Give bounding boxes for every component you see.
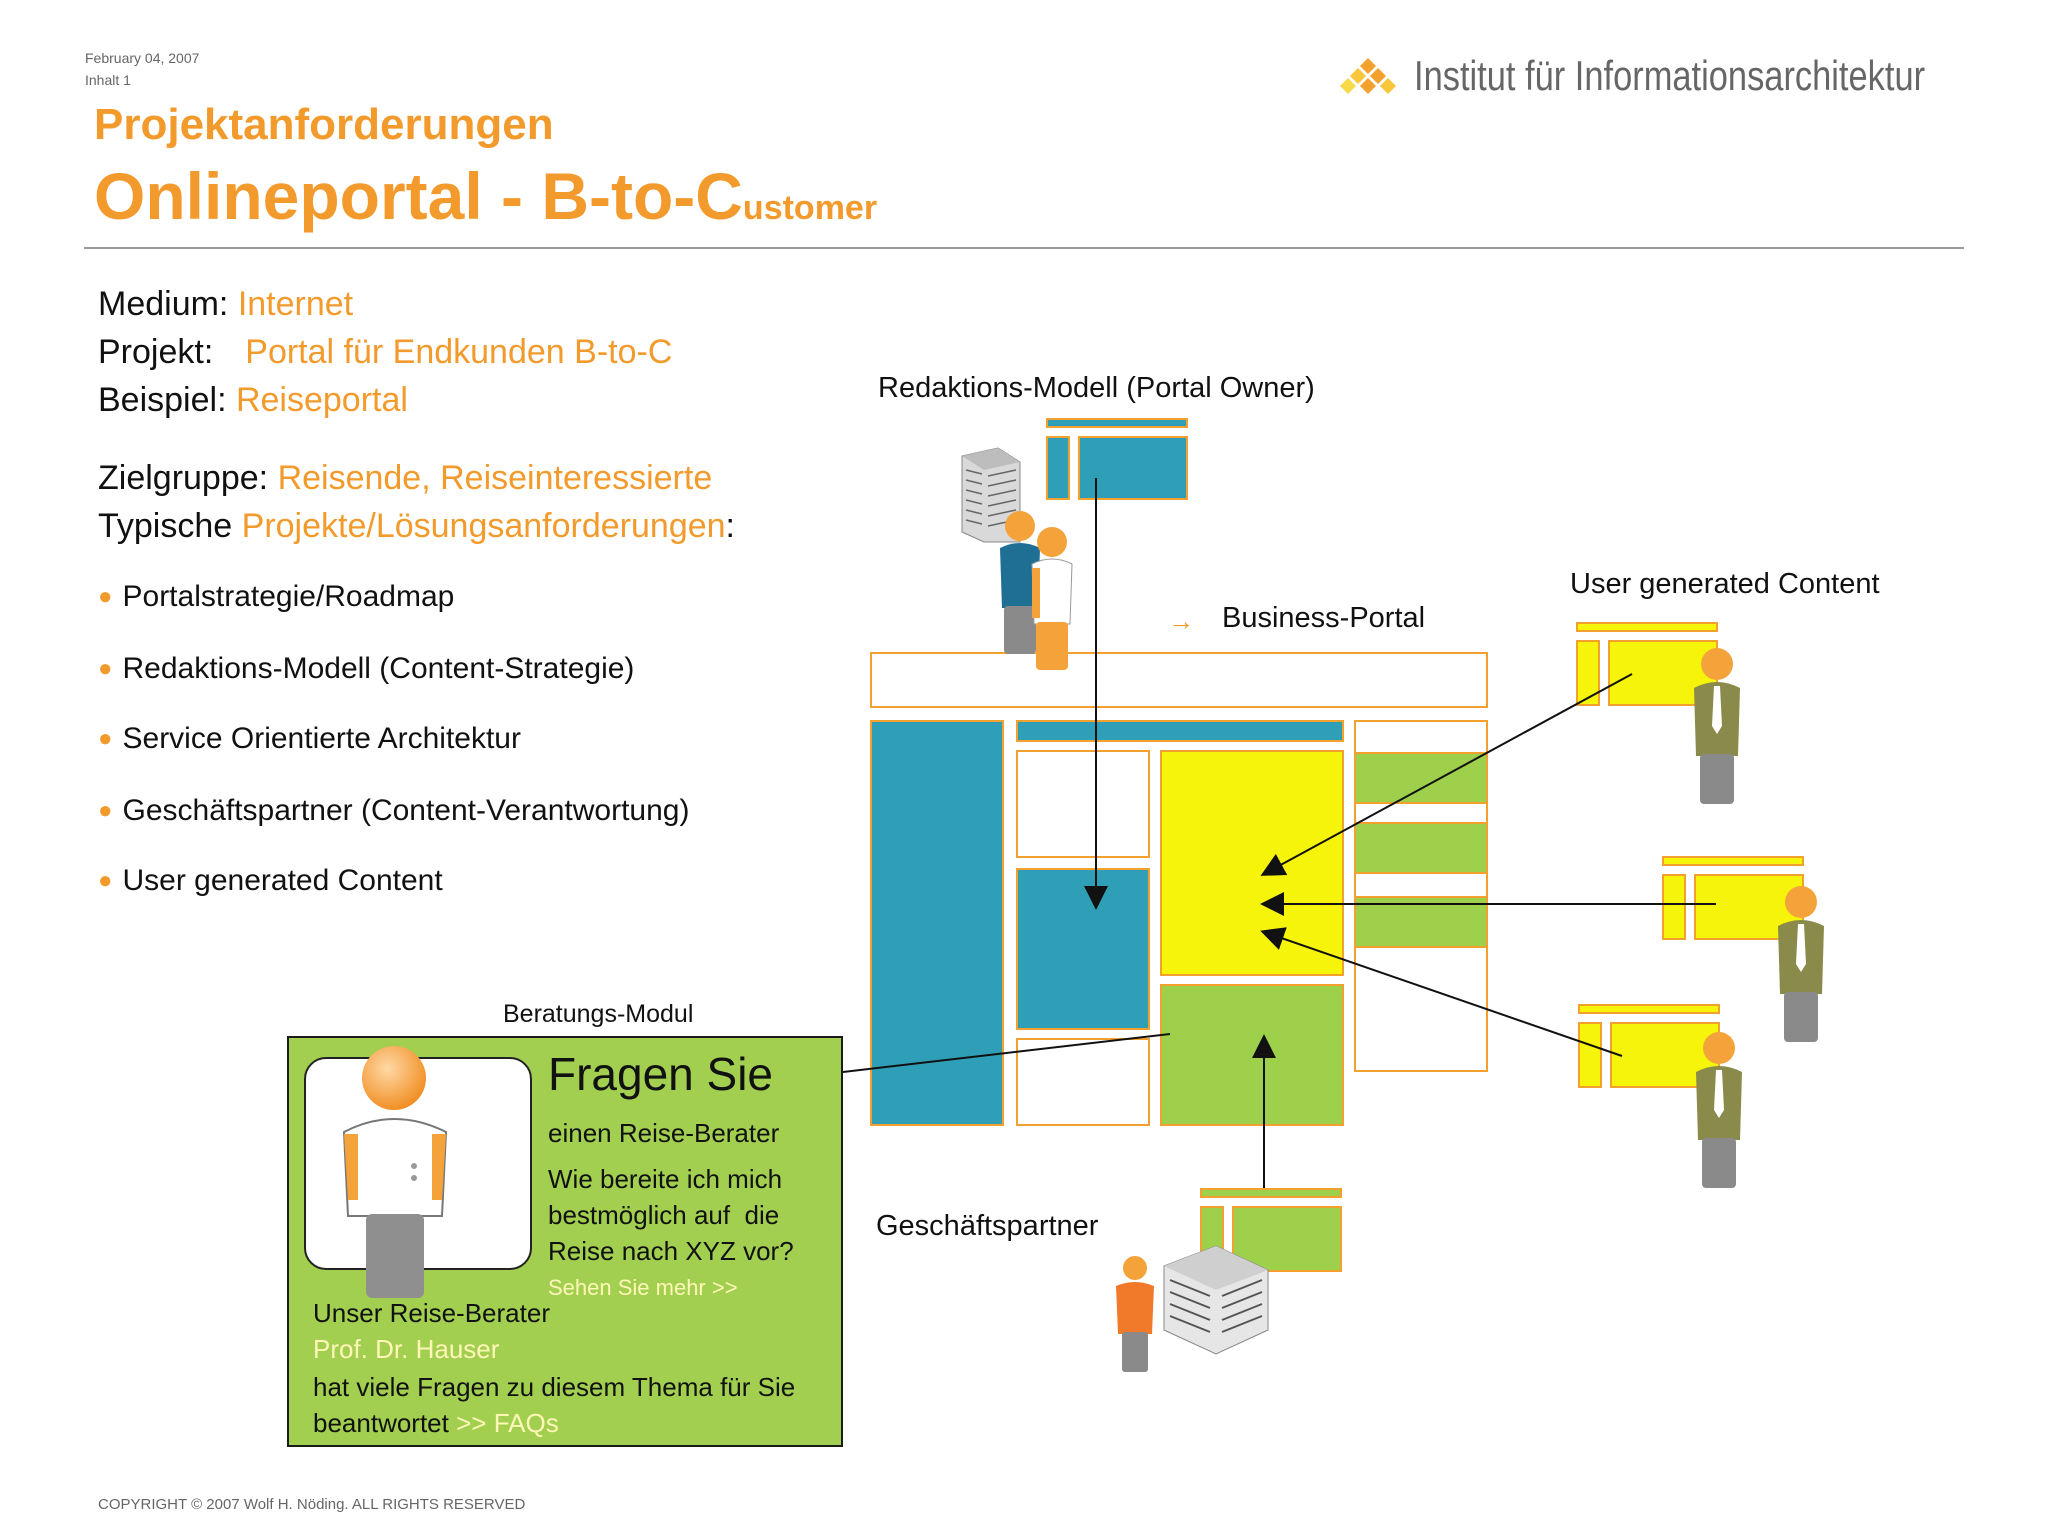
portal-right-green-3	[1354, 896, 1488, 948]
info-medium-label: Medium:	[98, 285, 229, 323]
bullet-text: Portalstrategie/Roadmap	[122, 580, 455, 613]
module-yellow-small	[1662, 874, 1686, 940]
portal-editorial-block	[1016, 868, 1150, 1030]
info-medium-value: Internet	[237, 285, 354, 323]
slide-date: February 04, 2007	[85, 50, 200, 66]
user-person-icon	[1778, 886, 1824, 1042]
info-zielgruppe: Zielgruppe: Reisende, Reiseinteressierte	[98, 454, 712, 502]
info-typische-label: Typische	[98, 507, 233, 545]
arrow-right-icon: →	[1168, 606, 1194, 636]
info-typische: Typische Projekte/Lösungsanforderungen:	[98, 502, 735, 550]
label-geschaeftspartner: Geschäftspartner	[876, 1210, 1099, 1242]
bullet-item: ● User generated Content	[98, 864, 443, 898]
advisor-label: Unser Reise-Berater	[313, 1298, 550, 1328]
label-user-generated-content: User generated Content	[1570, 568, 1880, 600]
editor-person-icon	[1031, 527, 1073, 670]
beratung-question-line: Wie bereite ich mich	[548, 1164, 783, 1194]
page-title: Projektanforderungen	[94, 100, 554, 149]
beratung-subtitle: einen Reise-Berater	[548, 1118, 780, 1148]
logo-text: Institut für Informationsarchitektur	[1414, 52, 1926, 99]
beratung-question-line: Reise nach XYZ vor?	[548, 1236, 794, 1266]
bullet-dot-icon: ●	[98, 867, 113, 894]
bullet-text: Geschäftspartner (Content-Verantwortung)	[122, 794, 690, 827]
advisor-name: Prof. Dr. Hauser	[313, 1334, 500, 1364]
logo-diamonds-icon	[1338, 56, 1398, 96]
module-teal-bar	[1046, 418, 1188, 428]
portal-right-green-2	[1354, 822, 1488, 874]
module-yellow-bar	[1662, 856, 1804, 866]
info-beispiel-label: Beispiel:	[98, 381, 227, 419]
portal-white-block	[1016, 750, 1150, 858]
info-typische-value: Projekte/Lösungsanforderungen	[241, 507, 726, 545]
module-teal-small	[1046, 436, 1070, 500]
beratung-question-line: bestmöglich auf die	[548, 1200, 780, 1230]
label-redaktions-modell: Redaktions-Modell (Portal Owner)	[878, 372, 1315, 404]
module-yellow-small	[1576, 640, 1600, 706]
info-projekt-label: Projekt:	[98, 333, 214, 371]
module-yellow-bar	[1578, 1004, 1720, 1014]
module-yellow-bar	[1576, 622, 1718, 632]
subtitle-small: ustomer	[742, 189, 878, 227]
beratung-answered-word: beantwortet	[313, 1408, 449, 1438]
user-person-icon	[1696, 1032, 1742, 1188]
office-building-icon	[961, 447, 1021, 543]
portal-right-green-1	[1354, 752, 1488, 804]
info-zielgruppe-label: Zielgruppe:	[98, 459, 269, 497]
portal-left-nav	[870, 720, 1004, 1126]
bullet-dot-icon: ●	[98, 725, 113, 752]
beratung-answered-text-2: beantwortet >> FAQs	[313, 1408, 559, 1439]
portal-ugc-main	[1160, 750, 1344, 976]
info-typische-colon: :	[725, 507, 735, 545]
faqs-link[interactable]: >> FAQs	[456, 1408, 559, 1438]
bullet-text: Redaktions-Modell (Content-Strategie)	[122, 652, 635, 685]
info-beispiel: Beispiel: Reiseportal	[98, 376, 408, 424]
beratung-answered-text: hat viele Fragen zu diesem Thema für Sie	[313, 1372, 796, 1402]
page-subtitle: Onlineportal - B-to-Customer	[94, 158, 877, 234]
module-green-large	[1232, 1206, 1342, 1272]
portal-top-strip	[1016, 720, 1344, 742]
info-medium: Medium: Internet	[98, 280, 353, 328]
bullet-dot-icon: ●	[98, 655, 113, 682]
editor-person-icon	[1000, 511, 1040, 654]
sehen-sie-mehr-link[interactable]: Sehen Sie mehr >>	[548, 1275, 738, 1300]
bullet-dot-icon: ●	[98, 583, 113, 610]
portal-header-bar	[870, 652, 1488, 708]
module-teal-large	[1078, 436, 1188, 500]
bullet-item: ● Portalstrategie/Roadmap	[98, 580, 454, 614]
module-yellow-small	[1578, 1022, 1602, 1088]
subtitle-main: Onlineportal - B-to-C	[94, 159, 743, 233]
module-green-bar	[1200, 1188, 1342, 1198]
bullet-text: User generated Content	[122, 864, 443, 897]
bullet-item: ● Geschäftspartner (Content-Verantwortung…	[98, 794, 689, 828]
info-zielgruppe-value: Reisende, Reiseinteressierte	[277, 459, 713, 497]
office-building-icon	[1163, 1245, 1269, 1355]
portal-white-block-bottom	[1016, 1038, 1150, 1126]
copyright-footer: COPYRIGHT © 2007 Wolf H. Nöding. ALL RIG…	[98, 1496, 526, 1513]
title-divider	[84, 247, 1964, 249]
info-projekt: Projekt: Portal für Endkunden B-to-C	[98, 328, 672, 376]
partner-person-icon	[1116, 1256, 1154, 1372]
bullet-item: ● Service Orientierte Architektur	[98, 722, 521, 756]
bullet-text: Service Orientierte Architektur	[122, 722, 521, 755]
info-beispiel-value: Reiseportal	[235, 381, 408, 419]
portal-partner-block	[1160, 984, 1344, 1126]
user-person-icon	[1694, 648, 1740, 804]
advisor-person-icon	[342, 1046, 448, 1298]
beratung-title: Fragen Sie	[548, 1048, 774, 1100]
label-beratungs-modul: Beratungs-Modul	[503, 1000, 694, 1028]
bullet-item: ● Redaktions-Modell (Content-Strategie)	[98, 652, 634, 686]
bullet-dot-icon: ●	[98, 797, 113, 824]
label-business-portal: Business-Portal	[1222, 602, 1426, 634]
info-projekt-value: Portal für Endkunden B-to-C	[245, 333, 673, 371]
slide-section: Inhalt 1	[85, 72, 131, 88]
